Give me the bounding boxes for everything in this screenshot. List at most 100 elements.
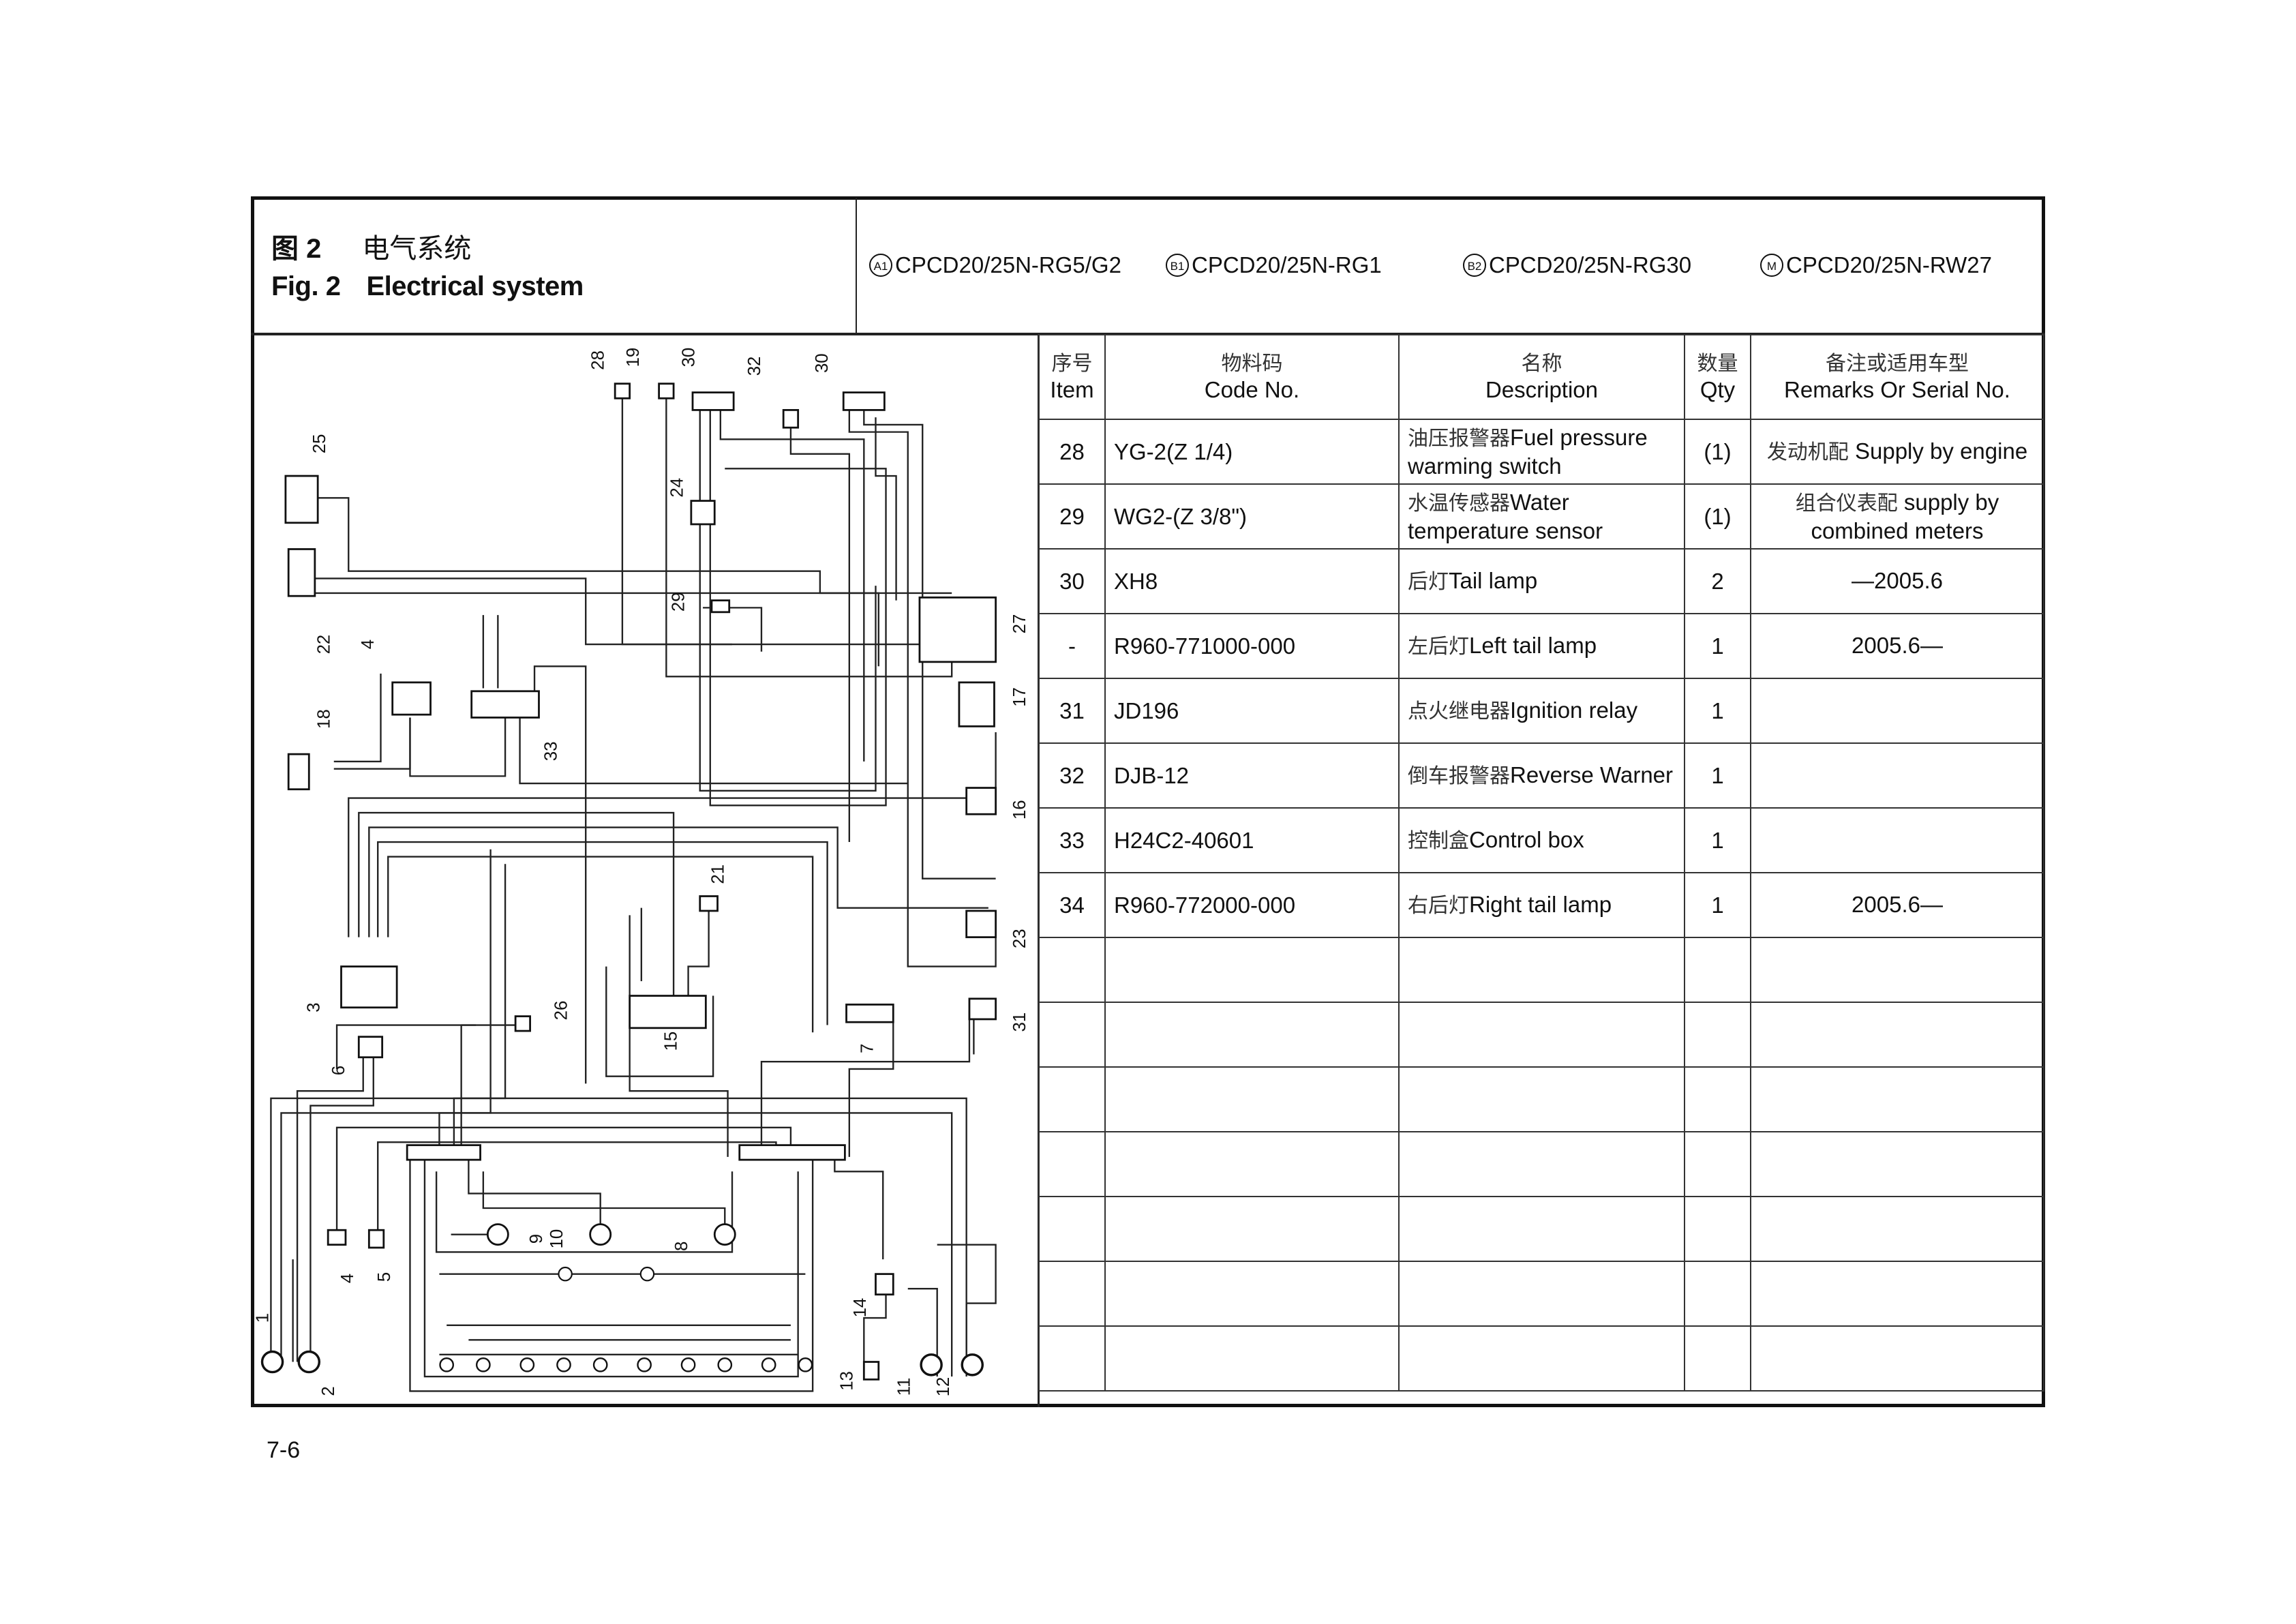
component-label: 7 bbox=[858, 1044, 877, 1053]
description-en: Tail lamp bbox=[1449, 567, 1538, 593]
description-cn: 左后灯 bbox=[1408, 634, 1469, 659]
model-name: CPCD20/25N-RW27 bbox=[1786, 252, 1992, 277]
wire bbox=[309, 1054, 374, 1362]
relay-31 bbox=[968, 997, 997, 1021]
wire bbox=[863, 1289, 887, 1370]
component-label: 27 bbox=[1010, 614, 1029, 634]
horn-13 bbox=[862, 1361, 880, 1381]
component-label: 1 bbox=[253, 1313, 272, 1323]
cell-code: R960-771000-000 bbox=[1104, 613, 1400, 679]
wire bbox=[665, 395, 953, 678]
headlamp-icon bbox=[961, 1353, 984, 1377]
component-label: 28 bbox=[588, 350, 607, 370]
relay-16 bbox=[965, 787, 997, 815]
cell-code: WG2-(Z 3/8") bbox=[1104, 483, 1400, 550]
component-label: 30 bbox=[680, 348, 699, 367]
badge-b1-icon: B1 bbox=[1166, 254, 1189, 277]
wire bbox=[333, 674, 382, 763]
wire bbox=[863, 410, 996, 879]
wire bbox=[314, 592, 879, 667]
connector-30-left bbox=[691, 391, 735, 411]
description-cn: 水温传感器 bbox=[1408, 491, 1510, 515]
component-label: 3 bbox=[305, 1003, 324, 1012]
wire bbox=[848, 410, 997, 967]
cell-description: 点火继电器Ignition relay bbox=[1398, 678, 1685, 744]
cell-remarks: —2005.6 bbox=[1750, 548, 2044, 614]
switch-4 bbox=[391, 681, 432, 716]
component-label: 9 bbox=[527, 1234, 546, 1244]
description-en: Fuel pressure warming switch bbox=[1408, 424, 1648, 479]
component-label: 15 bbox=[662, 1032, 681, 1051]
cell-remarks bbox=[1750, 678, 2044, 744]
wire bbox=[937, 1244, 997, 1362]
indicator-lamp-icon bbox=[558, 1266, 573, 1282]
description-cn: 油压报警器 bbox=[1408, 426, 1510, 451]
badge-m-icon: M bbox=[1760, 254, 1783, 277]
indicator-lamp-icon bbox=[556, 1357, 571, 1372]
cell-item: 30 bbox=[1038, 548, 1106, 614]
buzzer-14 bbox=[875, 1273, 894, 1296]
cell-code: JD196 bbox=[1104, 678, 1400, 744]
cell-description: 右后灯Right tail lamp bbox=[1398, 872, 1685, 938]
wire bbox=[482, 1171, 726, 1235]
remarks-en: supply by combined meters bbox=[1811, 489, 1999, 543]
indicator-lamp-icon bbox=[476, 1357, 491, 1372]
wire bbox=[709, 410, 887, 807]
component-label: 5 bbox=[375, 1272, 394, 1282]
description-cn: 右后灯 bbox=[1408, 893, 1469, 918]
connector-30-right bbox=[842, 391, 886, 411]
wire bbox=[348, 732, 997, 937]
connector-19 bbox=[658, 382, 675, 400]
gauge-10-icon bbox=[589, 1223, 612, 1246]
wire bbox=[629, 1025, 729, 1157]
cell-qty: (1) bbox=[1684, 483, 1751, 550]
component-label: 13 bbox=[837, 1371, 856, 1391]
connector-6 bbox=[357, 1036, 384, 1059]
cell-code: DJB-12 bbox=[1104, 742, 1400, 809]
headlamp-icon bbox=[297, 1350, 321, 1374]
remarks-cn: 发动机配 bbox=[1766, 440, 1849, 464]
wire bbox=[605, 966, 714, 1077]
description-cn: 倒车报警器 bbox=[1408, 764, 1510, 788]
component-label: 21 bbox=[708, 864, 727, 884]
cell-qty: 1 bbox=[1684, 742, 1751, 809]
component-label: 17 bbox=[1010, 687, 1029, 707]
indicator-lamp-icon bbox=[798, 1357, 813, 1372]
wire bbox=[687, 900, 710, 996]
cell-qty: (1) bbox=[1684, 419, 1751, 485]
figure-number-cn: 图 2 bbox=[271, 234, 322, 264]
sender-5 bbox=[367, 1229, 385, 1249]
wire bbox=[468, 1156, 601, 1235]
indicator-lamp-icon bbox=[761, 1357, 776, 1372]
cell-item: 32 bbox=[1038, 742, 1106, 809]
cell-remarks bbox=[1750, 742, 2044, 809]
cell-item: 28 bbox=[1038, 419, 1106, 485]
cell-description: 水温传感器Water temperature sensor bbox=[1398, 483, 1685, 550]
table-row-empty bbox=[1038, 1325, 2044, 1392]
wire bbox=[409, 1156, 814, 1392]
sensor-24 bbox=[690, 500, 716, 526]
header-column-divider bbox=[856, 198, 857, 334]
cell-code: YG-2(Z 1/4) bbox=[1104, 419, 1400, 485]
wire bbox=[409, 717, 507, 777]
wire bbox=[533, 665, 587, 1084]
cell-remarks: 2005.6— bbox=[1750, 613, 2044, 679]
component-label: 25 bbox=[310, 434, 329, 453]
relay-27 bbox=[918, 596, 997, 663]
badge-a1-icon: A1 bbox=[869, 254, 892, 277]
wire bbox=[335, 1126, 792, 1231]
figure-title-cn-text: 电气系统 bbox=[362, 233, 472, 265]
cell-item: 34 bbox=[1038, 872, 1106, 938]
figure-title-en-text: Electrical system bbox=[366, 271, 584, 301]
component-label: 32 bbox=[745, 357, 764, 376]
remarks-en: 2005.6— bbox=[1852, 891, 1943, 917]
cell-description: 后灯Tail lamp bbox=[1398, 548, 1685, 614]
wire bbox=[368, 826, 988, 937]
cell-item: 31 bbox=[1038, 678, 1106, 744]
